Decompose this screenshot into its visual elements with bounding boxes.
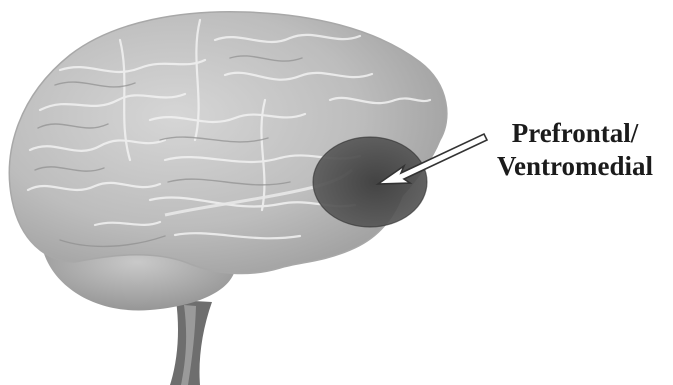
region-label: Prefrontal/ Ventromedial: [484, 117, 666, 183]
region-label-line2: Ventromedial: [484, 150, 666, 183]
region-label-line1: Prefrontal/: [484, 117, 666, 150]
